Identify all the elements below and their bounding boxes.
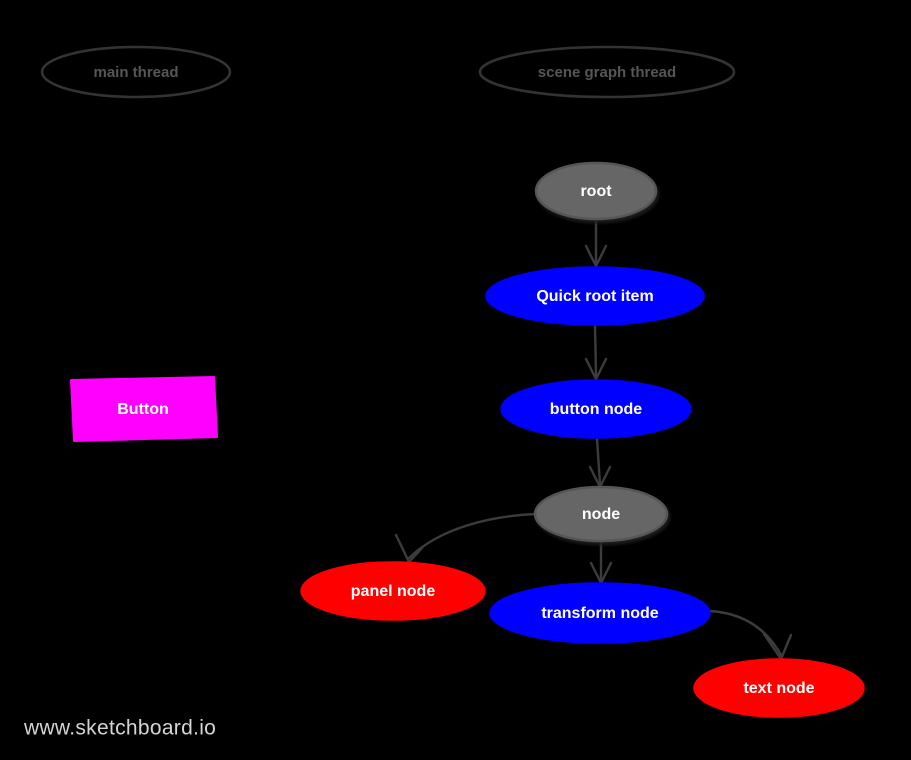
edge-root-to-quick-root-item xyxy=(584,218,608,268)
swimlane-main-thread-label: main thread xyxy=(93,64,178,81)
swimlane-scene-graph-thread-shape xyxy=(478,45,736,99)
node-quick-root-item[interactable]: Quick root item xyxy=(485,266,705,326)
arrowhead-icon xyxy=(584,244,608,268)
edge-transform-node-to-text-node xyxy=(708,609,793,661)
watermark-label: www.sketchboard.io xyxy=(23,717,216,740)
node-root[interactable]: root xyxy=(534,161,658,221)
arrowhead-icon xyxy=(584,357,608,381)
swimlane-main-thread-shape xyxy=(40,45,232,99)
edge-line xyxy=(593,324,598,378)
node-text-node-shape xyxy=(693,658,865,718)
swimlane-main-thread[interactable]: main thread xyxy=(40,45,232,99)
node-quick-root-item-shape xyxy=(485,266,705,326)
node-button-node[interactable]: button node xyxy=(500,379,692,439)
node-text-node[interactable]: text node xyxy=(693,658,865,718)
swimlane-scene-graph-thread[interactable]: scene graph thread xyxy=(478,45,736,99)
node-button[interactable]: Button xyxy=(70,376,218,442)
edge-quick-root-item-to-button-node xyxy=(584,324,608,381)
node-node-shape xyxy=(533,485,669,543)
edge-node-to-transform-node xyxy=(589,539,613,585)
edge-button-node-to-node xyxy=(588,437,612,489)
node-button-node-shape xyxy=(500,379,692,439)
node-node[interactable]: node xyxy=(533,485,669,543)
node-root-shape xyxy=(534,161,658,221)
edge-line xyxy=(708,609,783,657)
node-button-shape xyxy=(70,376,218,442)
node-panel-node-shape xyxy=(300,561,486,621)
edge-node-to-panel-node xyxy=(394,512,538,564)
swimlane-scene-graph-thread-label: scene graph thread xyxy=(538,64,676,81)
node-panel-node[interactable]: panel node xyxy=(300,561,486,621)
node-transform-node[interactable]: transform node xyxy=(489,582,711,644)
edge-line xyxy=(595,437,602,486)
node-transform-node-shape xyxy=(489,582,711,644)
edge-line xyxy=(407,512,538,560)
